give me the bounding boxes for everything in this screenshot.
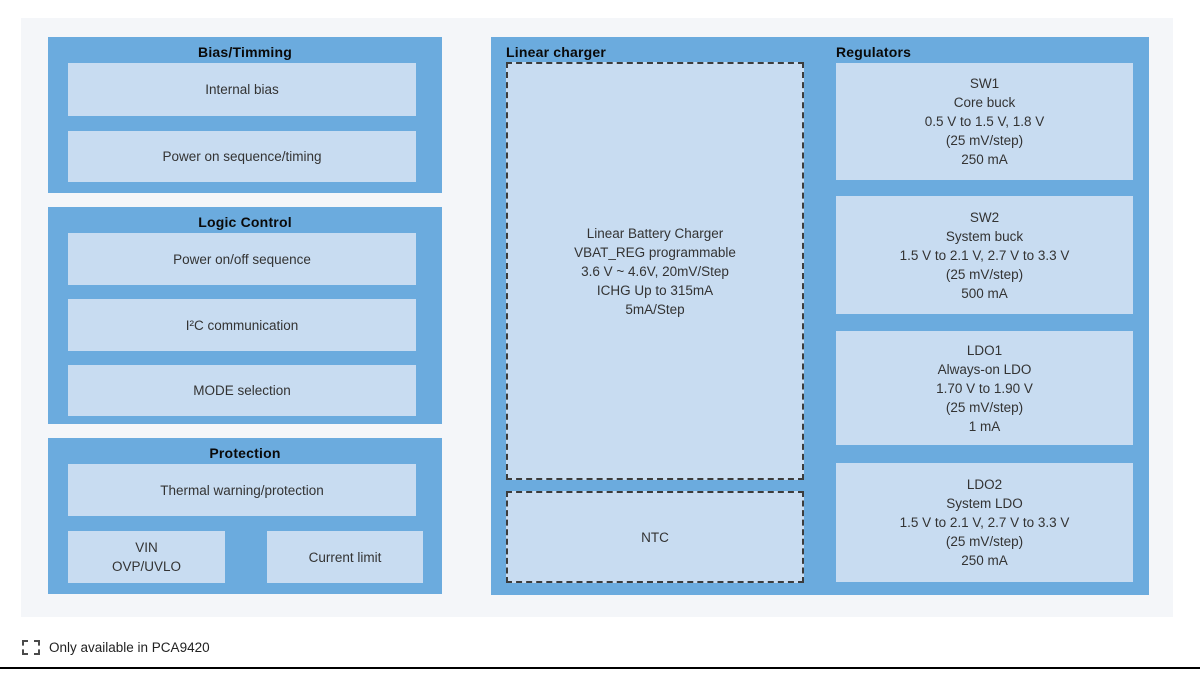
section-logic-control: Logic Control Power on/off sequence I²C … xyxy=(48,207,442,424)
section-regulators-title: Regulators xyxy=(836,44,912,60)
block-power-on-sequence-timing: Power on sequence/timing xyxy=(68,131,416,182)
block-ldo2-system-ldo: LDO2 System LDO 1.5 V to 2.1 V, 2.7 V to… xyxy=(836,463,1133,582)
block-vin-ovp-uvlo: VIN OVP/UVLO xyxy=(68,531,225,583)
section-protection: Protection Thermal warning/protection VI… xyxy=(48,438,442,594)
legend: Only available in PCA9420 xyxy=(22,640,210,655)
block-sw1-core-buck: SW1 Core buck 0.5 V to 1.5 V, 1.8 V (25 … xyxy=(836,63,1133,180)
block-ntc: NTC xyxy=(506,491,804,583)
section-logic-title: Logic Control xyxy=(198,214,292,230)
block-linear-battery-charger: Linear Battery Charger VBAT_REG programm… xyxy=(506,62,804,480)
bottom-divider xyxy=(0,667,1200,669)
block-sw2-system-buck: SW2 System buck 1.5 V to 2.1 V, 2.7 V to… xyxy=(836,196,1133,314)
section-bias-timing: Bias/Timming Internal bias Power on sequ… xyxy=(48,37,442,193)
block-mode-selection: MODE selection xyxy=(68,365,416,416)
block-diagram-panel: Bias/Timming Internal bias Power on sequ… xyxy=(21,18,1173,617)
section-bias-title: Bias/Timming xyxy=(198,44,292,60)
block-thermal-warning-protection: Thermal warning/protection xyxy=(68,464,416,516)
legend-text: Only available in PCA9420 xyxy=(49,640,210,655)
dashed-box-icon xyxy=(22,640,40,655)
section-charger-regulators: Linear charger Regulators Linear Battery… xyxy=(491,37,1149,595)
block-ldo1-always-on-ldo: LDO1 Always-on LDO 1.70 V to 1.90 V (25 … xyxy=(836,331,1133,445)
block-i2c-communication: I²C communication xyxy=(68,299,416,351)
section-linear-charger-title: Linear charger xyxy=(506,44,607,60)
block-internal-bias: Internal bias xyxy=(68,63,416,116)
block-current-limit: Current limit xyxy=(267,531,423,583)
block-power-on-off-sequence: Power on/off sequence xyxy=(68,233,416,285)
section-protection-title: Protection xyxy=(209,445,281,461)
